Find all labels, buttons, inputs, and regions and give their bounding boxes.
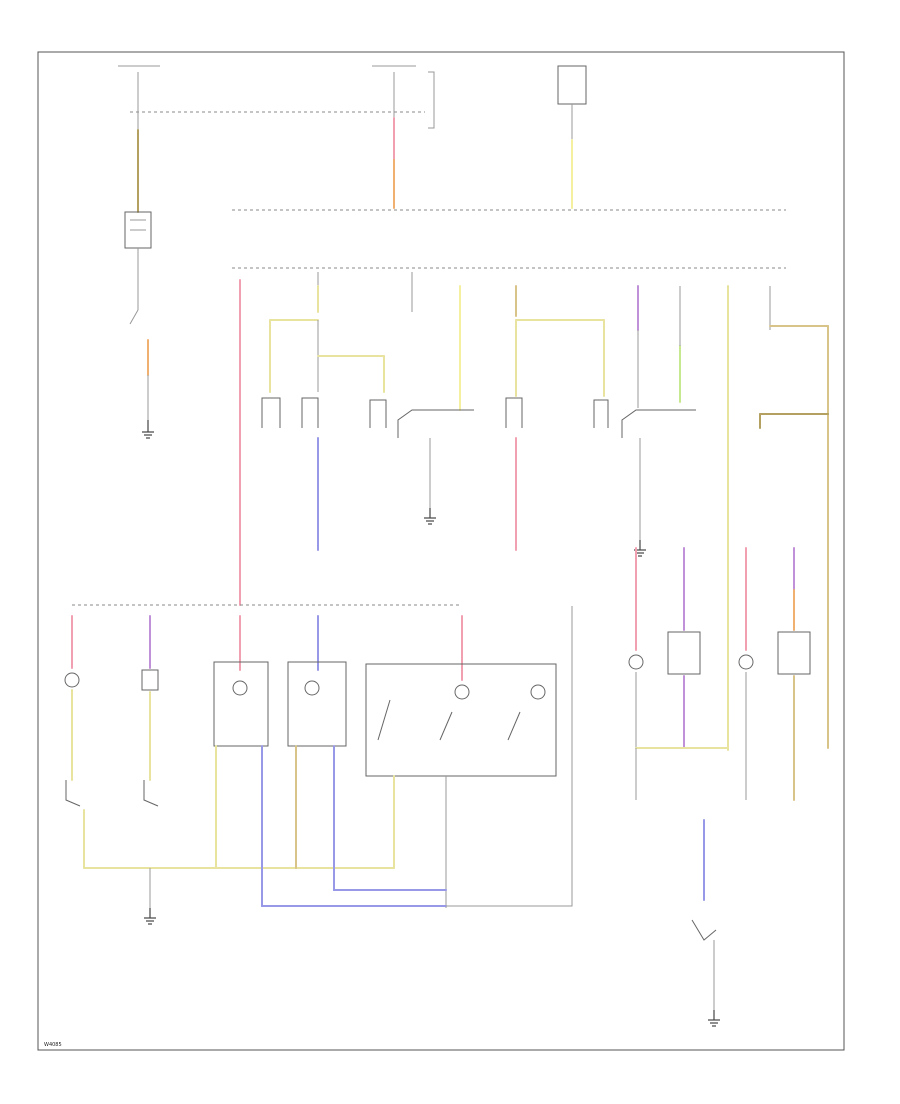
relay2-coil — [369, 399, 387, 428]
switch-module-contacts — [377, 699, 521, 741]
fuse-panel-bracket — [428, 71, 435, 129]
right-lamp-1 — [628, 654, 644, 670]
right-lamp-4 — [777, 631, 811, 675]
wire-blue-return-2 — [333, 745, 447, 891]
relay2-switch — [397, 409, 474, 438]
switch-left-1 — [65, 780, 81, 807]
relay4-coil — [593, 399, 609, 428]
relay4-switch — [621, 409, 696, 438]
lamp-module-right — [287, 661, 347, 747]
relay1-coil — [261, 397, 281, 428]
bottom-right-switch — [691, 919, 717, 941]
ground-symbol — [144, 908, 156, 925]
instrument-cluster-box — [557, 65, 587, 105]
figure-id: W4085 — [44, 1042, 62, 1048]
switch-left-2 — [143, 780, 159, 807]
lamp-left-2 — [141, 669, 159, 691]
right-lamp-2 — [667, 631, 701, 675]
relay1-contact — [301, 397, 319, 428]
right-lamp-3 — [738, 654, 754, 670]
lamp-module-left — [213, 661, 269, 747]
switch-module-bulb-2 — [530, 684, 546, 700]
diagram-frame — [37, 51, 845, 1051]
relay3-coil — [505, 397, 523, 428]
switch-module-bulb — [454, 684, 470, 700]
lamp-left-1 — [64, 672, 80, 688]
wire-blue-return-1 — [261, 745, 447, 907]
ground-symbol — [708, 1010, 720, 1027]
lamp-module-left-bulb — [232, 680, 248, 696]
ground-symbol — [142, 420, 154, 439]
wire-gray-return — [446, 606, 573, 907]
lamp-module-right-bulb — [304, 680, 320, 696]
ground-symbol — [424, 508, 436, 525]
switch-contact — [129, 309, 139, 325]
switch-module-box — [365, 663, 557, 777]
